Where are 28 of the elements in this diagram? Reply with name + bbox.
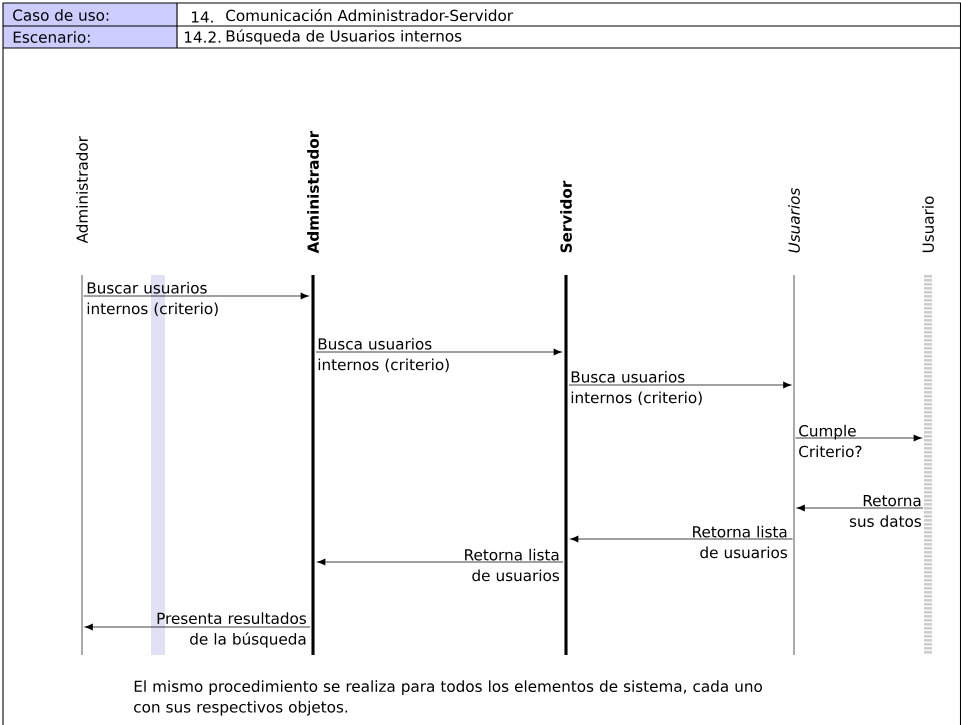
message-arrow xyxy=(84,624,310,630)
label-cell: Escenario: xyxy=(14,31,90,43)
lifeline-head: Usuario xyxy=(922,196,934,252)
message-arrow xyxy=(795,434,922,442)
message-arrow xyxy=(316,348,562,356)
header-text: Comunicación Administrador-Servidor xyxy=(226,8,514,22)
header-text: Búsqueda de Usuarios internos xyxy=(226,29,462,45)
message-arrow xyxy=(317,558,564,566)
lifeline-head: Administrador xyxy=(76,136,88,244)
edge-label: Busca usuarios internos (criterio) xyxy=(572,370,702,406)
edge-label: Presenta resultados de la búsqueda xyxy=(158,612,306,648)
number-text: 14. xyxy=(192,11,213,23)
number-text: 14.2. xyxy=(184,31,220,43)
edge-label: Retorna lista de usuarios xyxy=(693,526,787,558)
edge-label: Retorna sus datos xyxy=(850,495,921,527)
message-arrow xyxy=(568,382,792,388)
caption: El mismo procedimiento se realiza para todos los elementos de sistema, cada uno con sus respectivos objetos. xyxy=(134,680,762,716)
edge-label: Cumple Criterio? xyxy=(799,424,862,458)
message-arrow xyxy=(570,536,793,542)
lifeline-head: Usuarios xyxy=(788,188,800,253)
lifeline-head: Servidor xyxy=(560,180,572,252)
lifeline-head: Administrador xyxy=(307,130,319,254)
edge-label: Retorna lista de usuarios xyxy=(465,548,559,582)
edge-label: Busca usuarios internos (criterio) xyxy=(318,338,449,372)
message-arrow xyxy=(83,292,309,300)
label-cell: Caso de uso: xyxy=(13,9,108,21)
edge-label: Buscar usuarios internos (criterio) xyxy=(88,282,218,316)
message-arrow xyxy=(796,504,924,512)
